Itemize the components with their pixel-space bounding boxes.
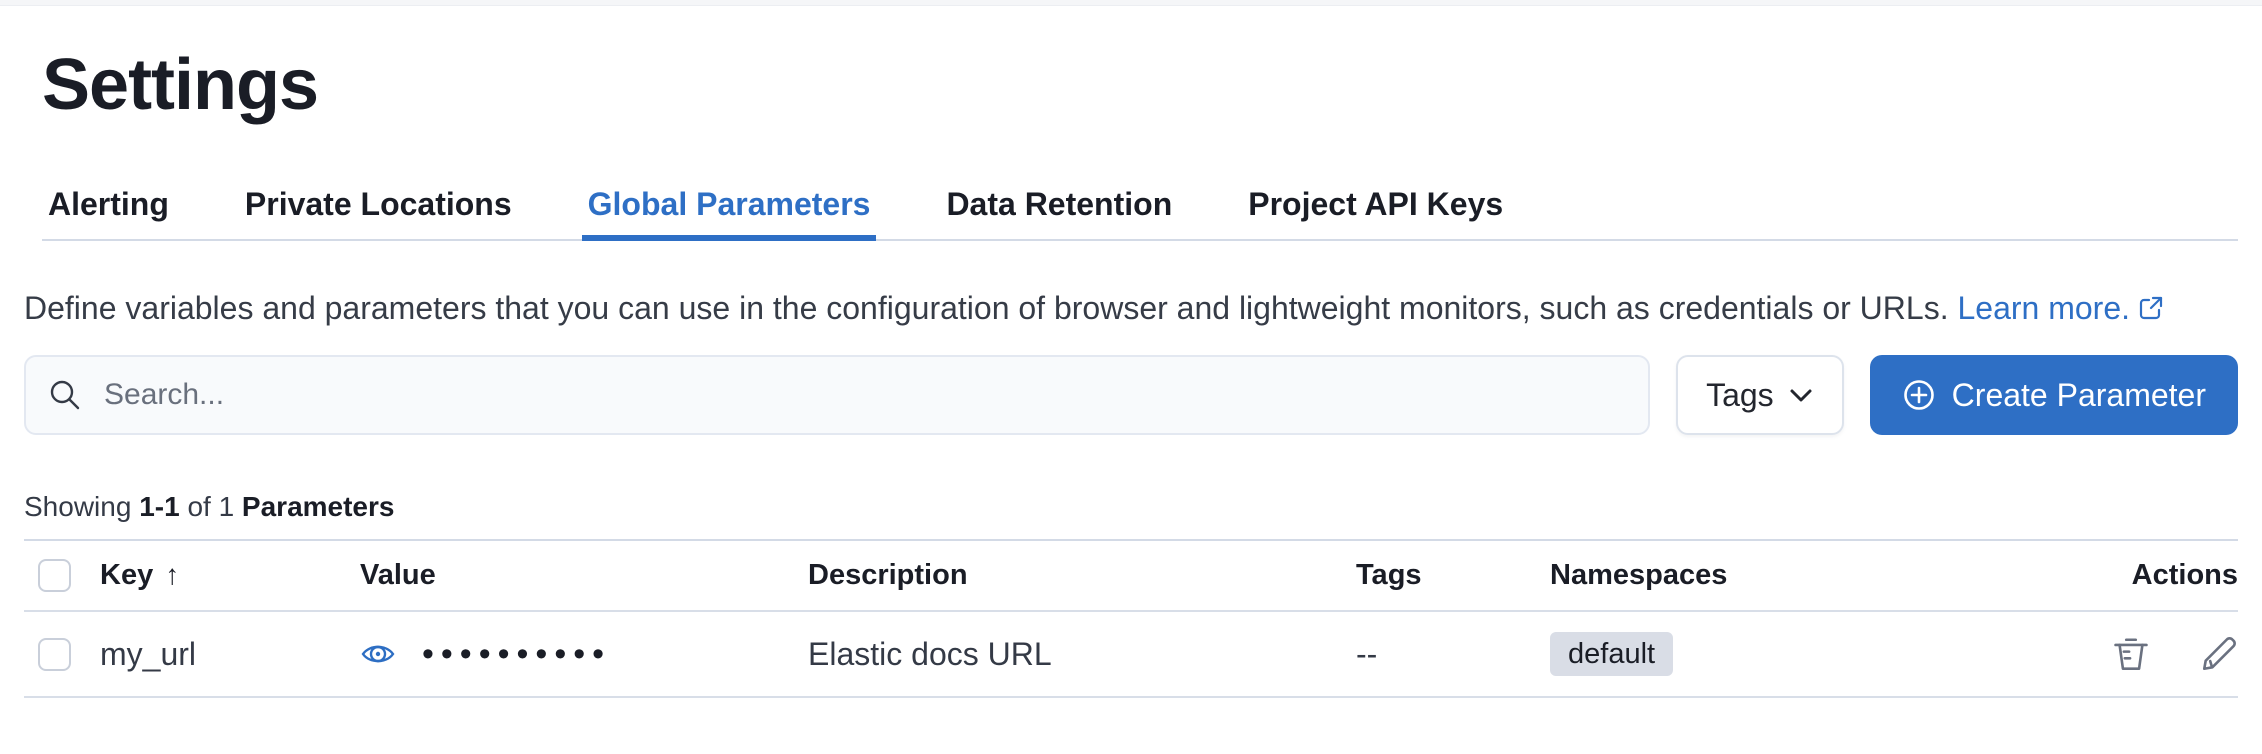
- select-all-checkbox[interactable]: [38, 559, 71, 592]
- tab-project-api-keys[interactable]: Project API Keys: [1248, 186, 1504, 222]
- tags-filter-label: Tags: [1706, 376, 1774, 413]
- column-header-key[interactable]: Key↑: [100, 541, 360, 612]
- pencil-icon[interactable]: [2200, 635, 2238, 673]
- column-header-description: Description: [808, 541, 1356, 612]
- eye-icon[interactable]: [360, 636, 396, 672]
- tab-data-retention[interactable]: Data Retention: [946, 186, 1173, 222]
- parameter-key-cell: my_url: [100, 611, 360, 698]
- table-header-row: Key↑ Value Description Tags Namespaces A…: [24, 541, 2238, 612]
- chevron-down-icon: [1788, 382, 1814, 408]
- learn-more-label: Learn more.: [1957, 290, 2130, 326]
- toolbar: Tags Create Parameter: [24, 355, 2238, 435]
- summary-of: of 1: [187, 491, 235, 522]
- masked-value: ••••••••••: [422, 634, 612, 673]
- tab-global-parameters[interactable]: Global Parameters: [581, 186, 877, 241]
- summary-prefix: Showing: [24, 491, 132, 522]
- tab-private-locations[interactable]: Private Locations: [244, 186, 512, 222]
- results-summary: Showing 1-1 of 1 Parameters: [24, 491, 2238, 523]
- search-input[interactable]: [104, 378, 1627, 412]
- namespace-badge: default: [1550, 632, 1674, 676]
- external-link-icon: [2138, 285, 2164, 335]
- column-header-value: Value: [360, 541, 808, 612]
- divider: [24, 539, 2238, 541]
- sort-ascending-icon: ↑: [165, 559, 180, 590]
- search-icon: [50, 380, 80, 410]
- description-text: Define variables and parameters that you…: [24, 283, 2236, 335]
- page-title: Settings: [42, 45, 319, 125]
- create-parameter-button[interactable]: Create Parameter: [1869, 355, 2238, 435]
- description-body: Define variables and parameters that you…: [24, 290, 1949, 326]
- tab-alerting[interactable]: Alerting: [48, 186, 169, 222]
- trash-icon[interactable]: [2112, 635, 2150, 673]
- column-header-namespaces: Namespaces: [1550, 541, 1994, 612]
- create-parameter-label: Create Parameter: [1951, 376, 2206, 413]
- column-header-tags: Tags: [1356, 541, 1550, 612]
- row-checkbox[interactable]: [38, 637, 71, 671]
- parameter-description-cell: Elastic docs URL: [808, 611, 1356, 698]
- tags-filter-button[interactable]: Tags: [1676, 355, 1844, 435]
- search-input-wrapper: [24, 355, 1651, 435]
- plus-in-circle-icon: [1902, 378, 1936, 412]
- summary-range: 1-1: [139, 491, 180, 522]
- parameters-table: Key↑ Value Description Tags Namespaces A…: [24, 541, 2238, 698]
- summary-entity: Parameters: [241, 491, 395, 522]
- row-actions: [1994, 635, 2238, 673]
- window-top-edge: [0, 0, 2262, 6]
- learn-more-link[interactable]: Learn more.: [1957, 290, 2164, 326]
- table-row: my_url •••••••••• Elastic docs URL -- de…: [24, 611, 2238, 698]
- tab-bar: Alerting Private Locations Global Parame…: [42, 186, 2238, 241]
- parameter-value-cell: ••••••••••: [360, 635, 808, 674]
- parameter-tags-cell: --: [1356, 611, 1550, 698]
- column-header-actions: Actions: [1994, 541, 2238, 612]
- settings-page: Settings Alerting Private Locations Glob…: [0, 42, 2262, 698]
